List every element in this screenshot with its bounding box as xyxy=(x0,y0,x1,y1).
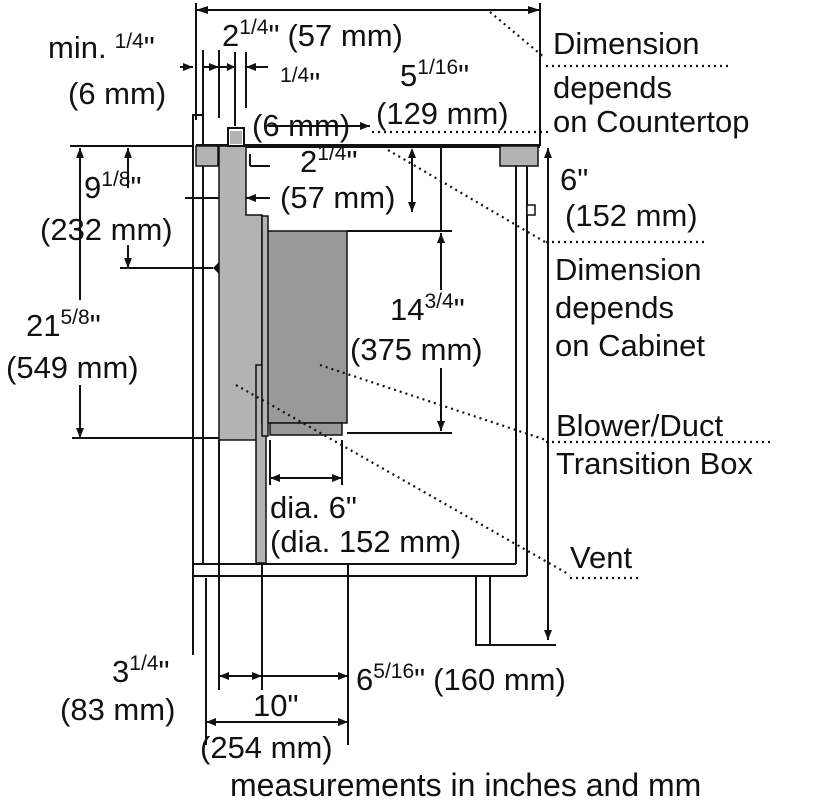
countertop-callout-line3: on Countertop xyxy=(553,104,749,139)
blower-box xyxy=(261,230,348,424)
vent-callout: Vent xyxy=(570,540,632,575)
cabinet-callout-line1: Dimension xyxy=(555,252,701,287)
back-panel xyxy=(192,114,204,146)
countertop-left-block xyxy=(195,145,219,167)
fourteen-label: 143/4" xyxy=(390,290,465,327)
countertop-right-block xyxy=(499,145,539,167)
vent-top-cap-gray xyxy=(230,131,242,144)
three-quarter-label: 31/4" xyxy=(112,652,169,689)
inner-offset-metric: (57 mm) xyxy=(280,180,395,215)
six-height-label: 6" xyxy=(560,162,588,197)
cabinet-drawing xyxy=(192,114,540,646)
ten-metric: (254 mm) xyxy=(200,730,333,765)
twentyone-label: 215/8" xyxy=(26,306,101,343)
nine-eighth-label: 91/8" xyxy=(84,168,141,205)
duct-pipe xyxy=(255,364,267,564)
duct-dia-metric: (dia. 152 mm) xyxy=(270,524,461,559)
five-sixteenths-metric: (129 mm) xyxy=(376,96,509,131)
toe-kick xyxy=(475,576,491,646)
cabinet-callout-line3: on Cabinet xyxy=(555,328,705,363)
caption: measurements in inches and mm xyxy=(230,767,701,803)
blower-callout-line2: Transition Box xyxy=(556,446,753,481)
cabinet-callout-line2: depends xyxy=(555,290,674,325)
quarter-label: 1/4" xyxy=(280,64,320,101)
fourteen-metric: (375 mm) xyxy=(350,332,483,367)
vent-latch xyxy=(213,262,219,274)
duct-dia-label: dia. 6" xyxy=(270,490,357,525)
countertop-callout-line1: Dimension xyxy=(553,26,699,61)
three-quarter-metric: (83 mm) xyxy=(60,692,175,727)
blower-box-edge xyxy=(261,215,269,437)
min-gap-label: min.1/4" xyxy=(48,30,155,65)
wall-bracket xyxy=(526,204,536,216)
transition-nozzle xyxy=(269,422,343,436)
six-five-sixteenths-label: 65/16"(160 mm) xyxy=(356,660,566,697)
dimension-lines xyxy=(70,3,556,745)
ten-label: 10" xyxy=(253,688,299,723)
countertop-callout-line2: depends xyxy=(553,70,672,105)
top-width-label: 21/4"(57 mm) xyxy=(222,16,403,53)
five-sixteenths-label: 51/16" xyxy=(400,56,469,93)
quarter-metric: (6 mm) xyxy=(252,108,350,143)
blower-callout-line1: Blower/Duct xyxy=(556,408,723,443)
six-height-metric: (152 mm) xyxy=(565,198,698,233)
inner-offset-label: 21/4" xyxy=(300,142,357,179)
min-gap-metric: (6 mm) xyxy=(68,76,166,111)
leader-lines xyxy=(235,11,772,580)
nine-eighth-metric: (232 mm) xyxy=(40,212,173,247)
twentyone-metric: (549 mm) xyxy=(6,350,139,385)
